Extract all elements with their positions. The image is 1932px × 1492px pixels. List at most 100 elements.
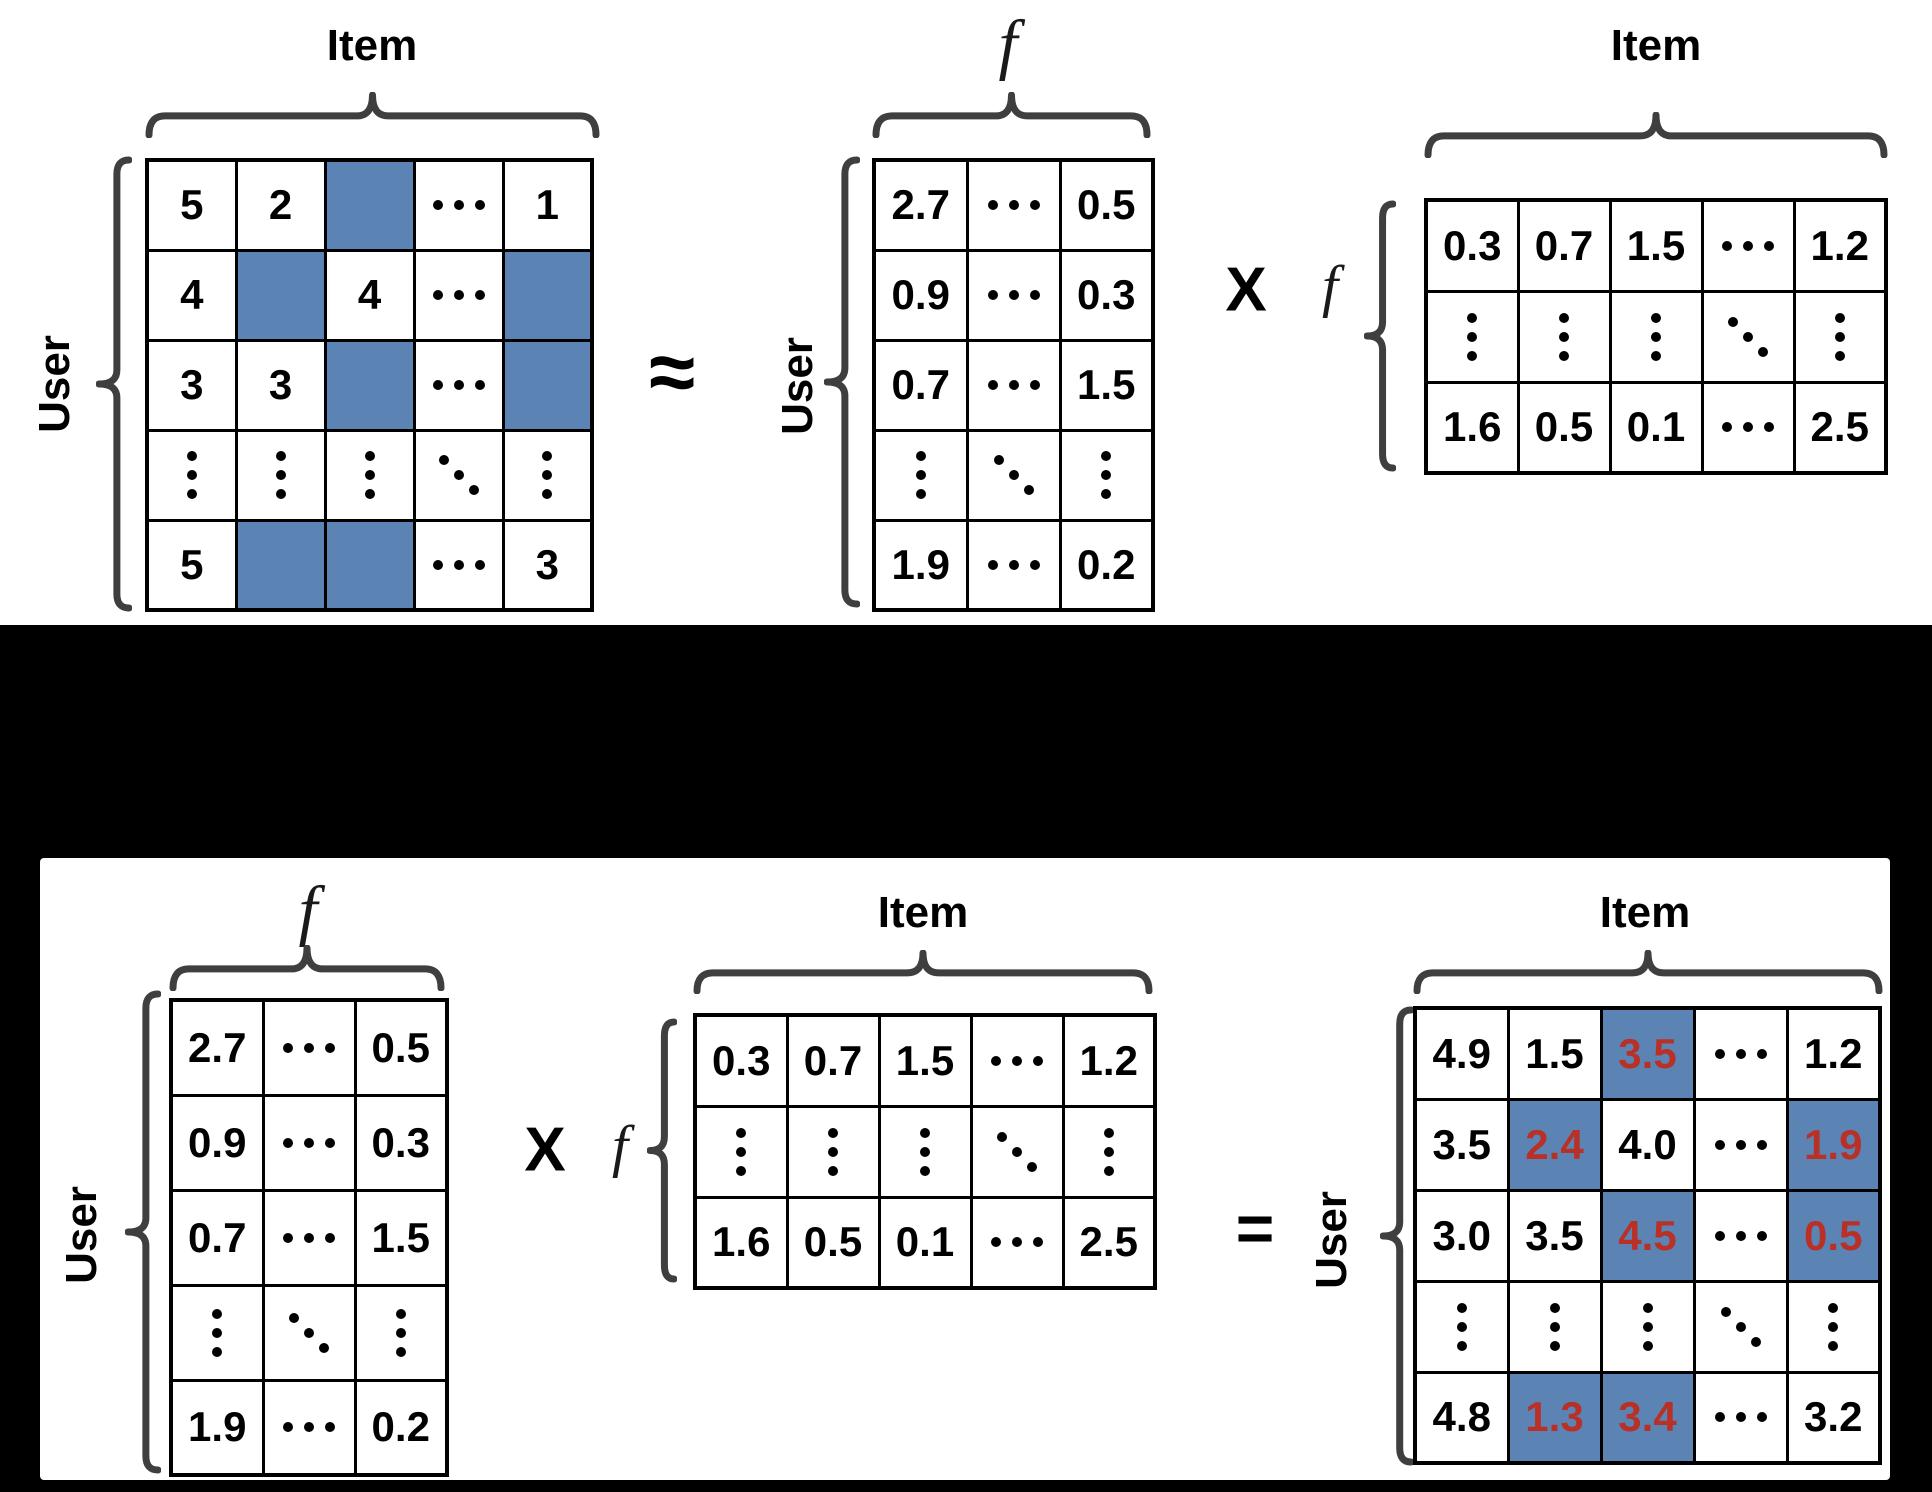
dot (920, 1165, 930, 1176)
matrix-row (693, 1104, 1157, 1199)
hidden-rating-cell (234, 518, 327, 612)
matrix-row: 2.7 0.5 (872, 158, 1155, 252)
dot (432, 559, 443, 570)
value-cell: 0.7 (872, 338, 969, 432)
predicted-rating-cell: 1.3 (1506, 1370, 1603, 1465)
value-cell: 1.5 (353, 1188, 449, 1287)
equals-operator: = (1235, 1191, 1275, 1265)
ellipsis-cell (1516, 289, 1612, 384)
value-cell: 0.5 (1058, 158, 1155, 252)
dot (364, 451, 375, 461)
ellipsis-cell (1692, 1370, 1789, 1465)
item-brace (1413, 950, 1883, 994)
ellipsis-cell (1785, 1279, 1882, 1374)
value-cell: 2.5 (1061, 1195, 1157, 1290)
ellipsis-cell (965, 428, 1062, 522)
value-cell: 1 (501, 158, 594, 252)
value-cell: 3 (234, 338, 327, 432)
dot (1651, 312, 1661, 323)
matrix-row (872, 428, 1155, 522)
dot (283, 1042, 293, 1053)
ellipsis-dots-diag (436, 452, 482, 498)
ellipsis-dots-v (1603, 1302, 1693, 1351)
dot (1714, 1139, 1725, 1150)
value-cell: 1.6 (1424, 380, 1520, 475)
dot (1456, 1302, 1467, 1313)
dot (1456, 1340, 1467, 1351)
dot (987, 290, 998, 300)
dot (1559, 312, 1569, 323)
value-cell: 0.7 (169, 1188, 265, 1287)
ellipsis-dots-h (265, 1422, 354, 1433)
value-cell: 3 (501, 518, 594, 612)
dot (453, 290, 464, 300)
dot (325, 1042, 335, 1053)
dot (987, 559, 998, 570)
dot (325, 1422, 335, 1433)
dot (1023, 485, 1034, 495)
dot (915, 489, 926, 499)
ellipsis-cell (353, 1283, 449, 1382)
dot (1651, 350, 1661, 361)
value-cell: 1.2 (1785, 1006, 1882, 1101)
dot (1743, 331, 1753, 342)
ellipsis-cell (412, 158, 505, 252)
dot (991, 1237, 1001, 1248)
dot (474, 559, 485, 570)
value-cell: 0.2 (1058, 518, 1155, 612)
dot (275, 470, 286, 480)
value-cell: 3.5 (1506, 1188, 1603, 1283)
value-cell: 0.7 (785, 1013, 881, 1108)
dot (1033, 1055, 1043, 1066)
ellipsis-cell (1792, 289, 1888, 384)
dot (1828, 1321, 1839, 1332)
ellipsis-cell (412, 428, 505, 522)
dot (828, 1146, 838, 1157)
ellipsis-dots-h (1704, 422, 1793, 433)
value-cell: 0.1 (877, 1195, 973, 1290)
dot (186, 489, 197, 499)
dot (1467, 312, 1478, 323)
value-cell: 0.3 (1424, 198, 1520, 293)
matrix-row: 0.7 1.5 (169, 1188, 449, 1287)
dot (325, 1137, 335, 1148)
dot (1764, 240, 1774, 251)
matrix-row (1413, 1279, 1882, 1374)
matrix-row (169, 1283, 449, 1382)
ellipsis-cell (965, 518, 1062, 612)
dot (1033, 1237, 1043, 1248)
f-brace (872, 92, 1151, 138)
hidden-rating-cell (323, 158, 416, 252)
f-dimension-label: f (298, 871, 318, 948)
dot (828, 1127, 838, 1138)
ellipsis-dots-v (149, 451, 235, 499)
ellipsis-cell (412, 248, 505, 342)
ellipsis-dots-v (173, 1308, 262, 1357)
dot (1012, 1055, 1022, 1066)
value-cell: 2.7 (872, 158, 969, 252)
dot (1735, 1048, 1746, 1059)
dot (1559, 331, 1569, 342)
dot (319, 1342, 329, 1353)
dot (1103, 1165, 1114, 1176)
multiply-operator: X (524, 1115, 566, 1185)
dot (453, 380, 464, 390)
item-brace (145, 92, 600, 138)
ellipsis-dots-h (265, 1042, 354, 1053)
ellipsis-dots-diag (1718, 1304, 1764, 1350)
value-cell: 4.9 (1413, 1006, 1510, 1101)
dot (1735, 1412, 1746, 1423)
ellipsis-cell (965, 158, 1062, 252)
